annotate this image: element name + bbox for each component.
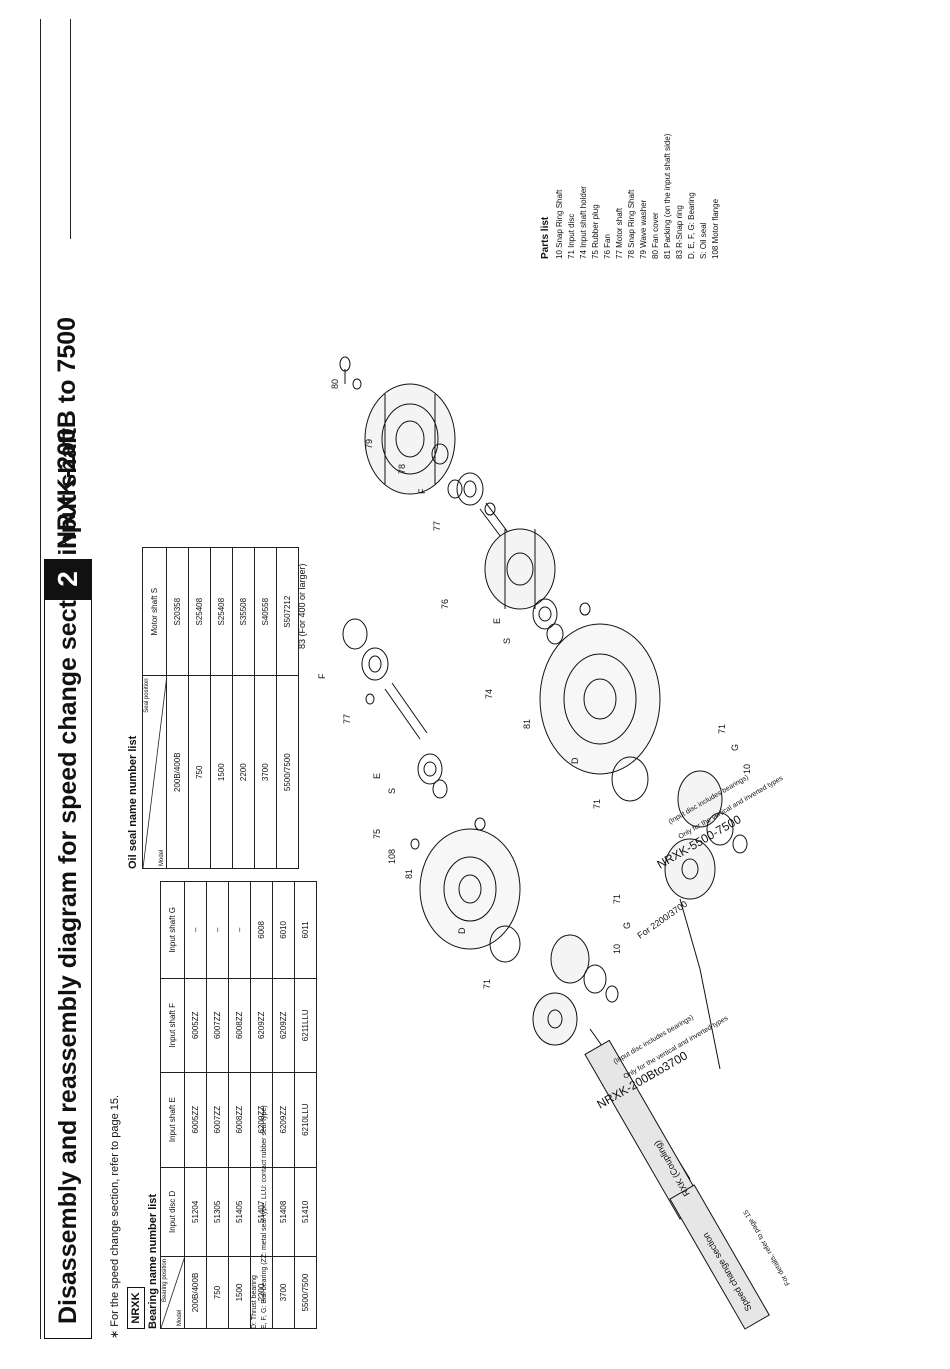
input-shaft-holder-74: [539, 602, 661, 775]
bearing-f-small: [361, 647, 389, 681]
label-d1: D: [570, 757, 580, 764]
label-71a: 71: [592, 799, 602, 809]
label-71b: 71: [717, 724, 727, 734]
label-108: 108: [387, 849, 397, 864]
label-81b: 81: [404, 869, 414, 879]
bearing-f-large: [456, 472, 484, 506]
fan-cover-80: [339, 356, 456, 495]
snap-ring-78: [447, 479, 463, 499]
label-s2: S: [387, 788, 397, 794]
label-10a: 10: [742, 764, 752, 774]
oil-seal-table: Seal position Model Motor shaft S 200B/4…: [142, 547, 299, 869]
fan-76: [484, 528, 556, 610]
label-75: 75: [372, 829, 382, 839]
label-g1: G: [730, 744, 740, 751]
label-78: 78: [397, 464, 407, 474]
motor-flange-108: [410, 817, 521, 950]
label-71c: 71: [482, 979, 492, 989]
speed-change-ref: For details, refer to page 15: [743, 1208, 792, 1286]
label-e2: E: [372, 773, 382, 779]
wave-washer-79: [431, 443, 449, 465]
label-f2: F: [317, 673, 327, 679]
oil-seal-s-large: [546, 623, 564, 645]
oil-corner-cell: Seal position Model: [142, 675, 167, 869]
label-10b: 10: [612, 944, 622, 954]
label-s1: S: [502, 638, 512, 644]
label-74: 74: [484, 689, 494, 699]
label-77b: 77: [342, 714, 352, 724]
oil-seal-s-small: [432, 779, 448, 799]
input-disc-71-large: [611, 756, 748, 900]
bearing-table: Bearing position Model Input disc D Inpu…: [160, 881, 317, 1329]
label-71d: 71: [612, 894, 622, 904]
snap-ring-83: [342, 618, 368, 650]
bearing-e-large: [532, 598, 558, 630]
for-2200-label: For 2200/3700: [635, 899, 689, 941]
label-79: 79: [364, 439, 374, 449]
bearing-e-small: [417, 753, 443, 785]
bearing-corner-cell: Bearing position Model: [160, 1256, 185, 1329]
label-f1: F: [417, 488, 427, 494]
label-e1: E: [492, 618, 502, 624]
motor-shaft-77-small: [365, 682, 428, 740]
label-77a: 77: [432, 521, 442, 531]
corner-diagonal: [143, 675, 167, 868]
label-81a: 81: [522, 719, 532, 729]
label-83: 83 (For 400 or larger): [297, 563, 307, 649]
label-d2: D: [457, 927, 467, 934]
oil-table-header: Seal position Model Motor shaft S: [142, 547, 167, 869]
label-80: 80: [330, 379, 340, 389]
speed-change-box: [669, 1184, 770, 1330]
label-g2: G: [622, 922, 632, 929]
corner-diagonal: [161, 1256, 185, 1328]
input-disc-71-small: [489, 925, 619, 1046]
bearing-table-header: Bearing position Model Input disc D Inpu…: [160, 881, 185, 1329]
label-76: 76: [440, 599, 450, 609]
